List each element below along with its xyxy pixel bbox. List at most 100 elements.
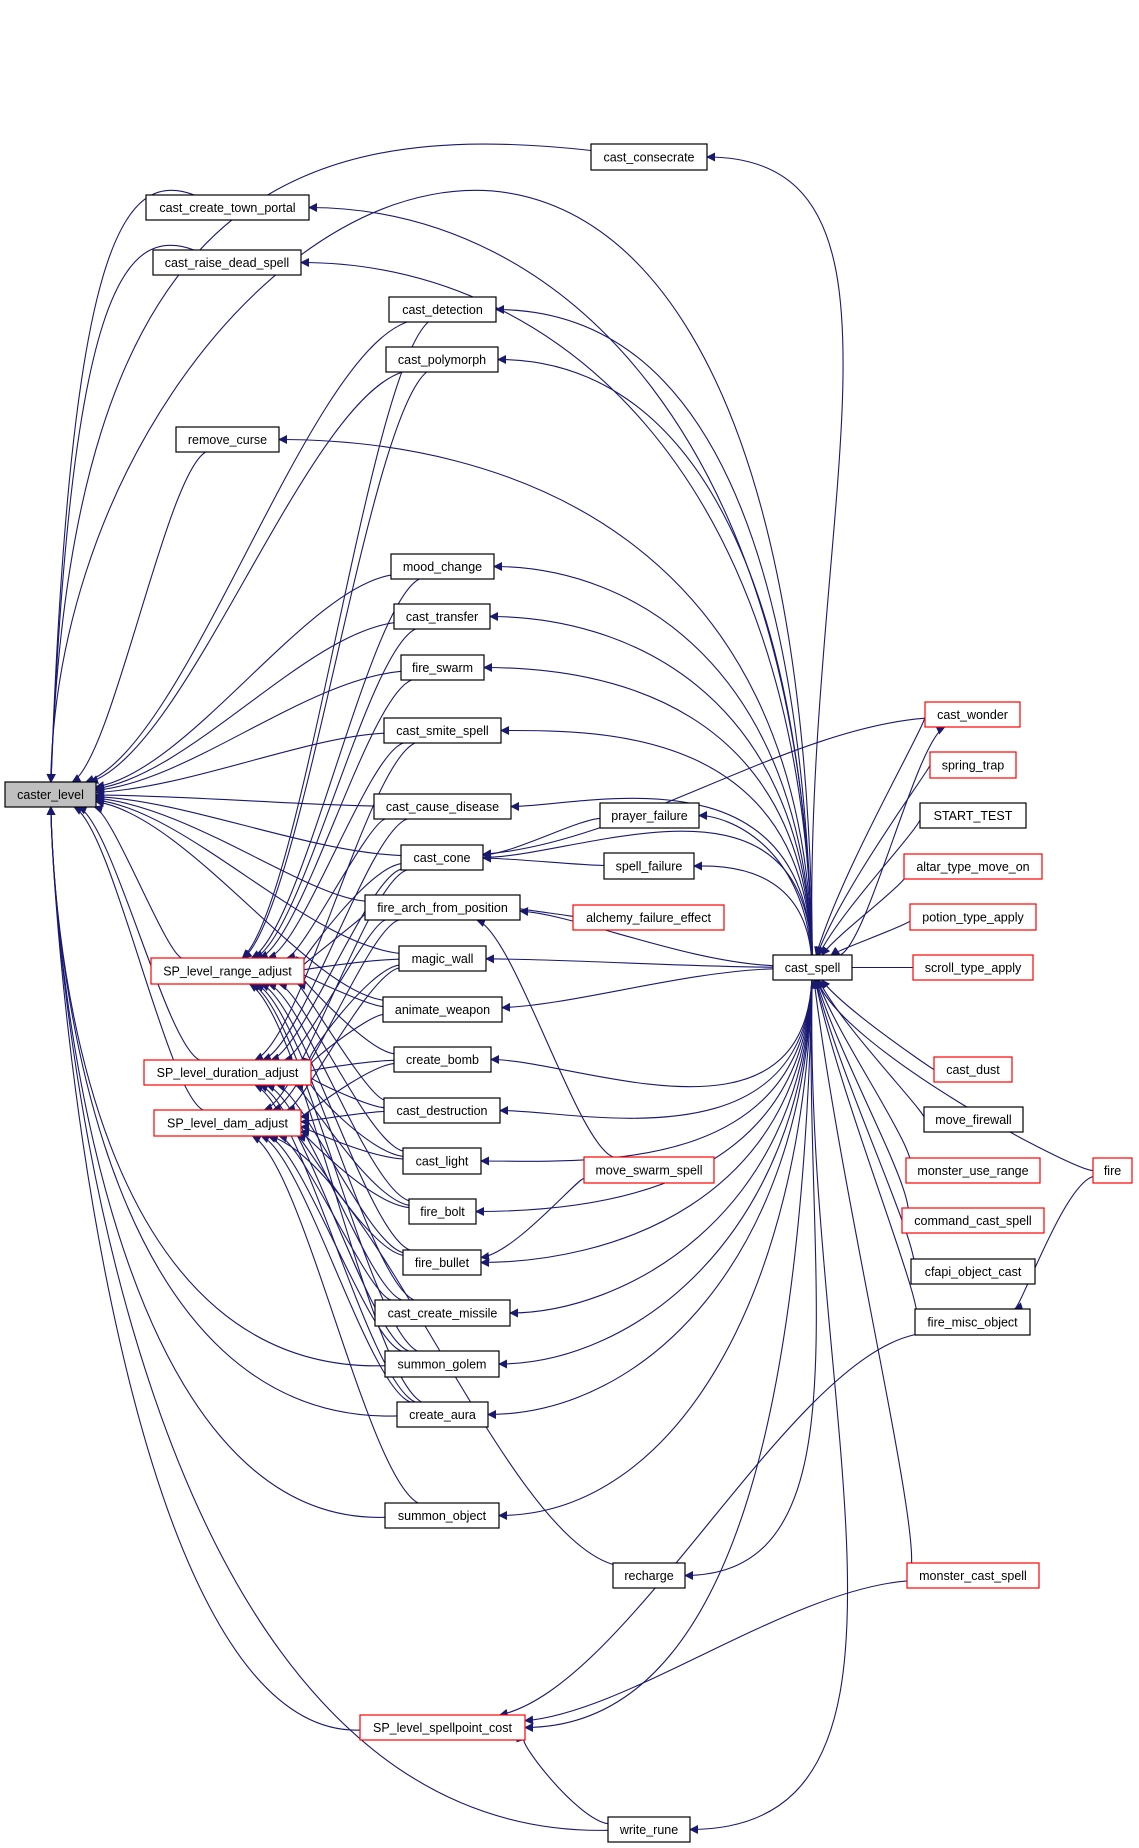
node-box xyxy=(150,957,305,985)
node-recharge[interactable]: recharge xyxy=(612,1562,686,1589)
node-monster_use_range[interactable]: monster_use_range xyxy=(905,1157,1041,1184)
node-fire_arch_from_position[interactable]: fire_arch_from_position xyxy=(364,894,521,921)
node-mood_change[interactable]: mood_change xyxy=(390,553,495,580)
node-box xyxy=(607,1816,691,1843)
node-label: altar_type_move_on xyxy=(916,860,1029,874)
edge-cast_smite_spell-to-SP_level_duration_adjust xyxy=(254,742,416,1061)
edge-cast_spell-to-cast_transfer xyxy=(489,612,813,956)
node-box xyxy=(364,894,521,921)
node-animate_weapon[interactable]: animate_weapon xyxy=(382,996,503,1023)
node-prayer_failure[interactable]: prayer_failure xyxy=(599,802,700,829)
node-SP_level_duration_adjust[interactable]: SP_level_duration_adjust xyxy=(143,1059,312,1086)
edge-cast_spell-to-cast_polymorph xyxy=(497,355,813,956)
edge-cast_smite_spell-to-caster_level xyxy=(95,732,385,797)
edge-command_cast_spell-to-cast_spell xyxy=(814,979,909,1222)
node-box xyxy=(396,1401,489,1428)
edge-cast_spell-to-spell_failure xyxy=(693,861,812,956)
node-fire_swarm[interactable]: fire_swarm xyxy=(400,654,485,681)
node-spell_failure[interactable]: spell_failure xyxy=(603,852,695,880)
node-cast_wonder[interactable]: cast_wonder xyxy=(924,701,1021,728)
node-label: potion_type_apply xyxy=(922,911,1024,925)
node-altar_type_move_on[interactable]: altar_type_move_on xyxy=(903,853,1043,880)
node-alchemy_failure_effect[interactable]: alchemy_failure_effect xyxy=(572,904,725,931)
node-label: cast_raise_dead_spell xyxy=(165,256,289,270)
node-caster_level: caster_level xyxy=(4,781,97,808)
node-cast_create_missile[interactable]: cast_create_missile xyxy=(374,1299,511,1327)
edge-cast_cone-to-SP_level_duration_adjust xyxy=(270,868,402,1063)
edge-cast_transfer-to-SP_level_range_adjust xyxy=(254,628,416,959)
node-label: fire xyxy=(1104,1164,1121,1178)
node-potion_type_apply[interactable]: potion_type_apply xyxy=(909,903,1037,931)
node-fire[interactable]: fire xyxy=(1092,1157,1133,1184)
edge-create_bomb-to-SP_level_dam_adjust xyxy=(300,1063,395,1121)
edge-fire-to-cast_spell xyxy=(815,979,1094,1172)
node-command_cast_spell[interactable]: command_cast_spell xyxy=(901,1207,1045,1234)
node-cast_light[interactable]: cast_light xyxy=(402,1147,482,1175)
edge-fire_bolt-to-SP_level_range_adjust xyxy=(267,982,410,1202)
node-cast_dust[interactable]: cast_dust xyxy=(933,1056,1013,1083)
node-SP_level_range_adjust[interactable]: SP_level_range_adjust xyxy=(150,957,305,985)
node-label: cast_create_missile xyxy=(388,1307,498,1321)
node-cast_smite_spell[interactable]: cast_smite_spell xyxy=(383,717,502,744)
edge-cast_cause_disease-to-caster_level xyxy=(95,790,375,807)
edge-cast_create_town_portal-to-caster_level xyxy=(46,189,195,783)
node-fire_misc_object[interactable]: fire_misc_object xyxy=(914,1308,1031,1336)
node-move_firewall[interactable]: move_firewall xyxy=(923,1106,1024,1133)
node-label: cast_cone xyxy=(414,851,471,865)
node-label: cast_create_town_portal xyxy=(159,201,295,215)
node-cast_consecrate[interactable]: cast_consecrate xyxy=(590,143,708,171)
edge-fire_misc_object-to-SP_level_spellpoint_cost xyxy=(498,1334,916,1718)
edge-cast_spell-to-fire_arch_from_position xyxy=(519,906,774,967)
edge-cast_spell-to-summon_object xyxy=(498,979,813,1520)
node-box xyxy=(153,1109,302,1137)
node-cast_create_town_portal[interactable]: cast_create_town_portal xyxy=(145,194,310,221)
node-box xyxy=(390,553,495,580)
node-cast_detection[interactable]: cast_detection xyxy=(388,296,497,323)
edge-cast_spell-to-SP_level_spellpoint_cost xyxy=(524,979,813,1732)
node-monster_cast_spell[interactable]: monster_cast_spell xyxy=(906,1562,1040,1589)
node-label: cast_smite_spell xyxy=(396,724,488,738)
node-fire_bullet[interactable]: fire_bullet xyxy=(402,1249,482,1276)
node-box xyxy=(398,945,487,972)
node-scroll_type_apply[interactable]: scroll_type_apply xyxy=(912,954,1034,981)
node-cast_transfer[interactable]: cast_transfer xyxy=(393,603,491,630)
edge-magic_wall-to-SP_level_range_adjust xyxy=(295,958,400,975)
edge-cast_spell-to-fire_swarm xyxy=(483,663,813,956)
node-magic_wall[interactable]: magic_wall xyxy=(398,945,487,972)
node-SP_level_spellpoint_cost[interactable]: SP_level_spellpoint_cost xyxy=(359,1714,526,1741)
node-START_TEST[interactable]: START_TEST xyxy=(919,802,1027,829)
node-summon_golem[interactable]: summon_golem xyxy=(384,1350,500,1378)
node-box xyxy=(903,853,1043,880)
node-box xyxy=(143,1059,312,1086)
node-cast_raise_dead_spell[interactable]: cast_raise_dead_spell xyxy=(152,249,302,276)
node-label: recharge xyxy=(624,1569,673,1583)
node-summon_object[interactable]: summon_object xyxy=(384,1502,500,1529)
node-fire_bolt[interactable]: fire_bolt xyxy=(408,1198,477,1225)
node-create_aura[interactable]: create_aura xyxy=(396,1401,489,1428)
node-write_rune[interactable]: write_rune xyxy=(607,1816,691,1843)
node-cfapi_object_cast[interactable]: cfapi_object_cast xyxy=(910,1258,1036,1285)
node-spring_trap[interactable]: spring_trap xyxy=(929,751,1017,779)
node-box xyxy=(374,1299,511,1327)
node-create_bomb[interactable]: create_bomb xyxy=(393,1046,492,1073)
edge-recharge-to-SP_level_dam_adjust xyxy=(269,1134,614,1566)
node-cast_destruction[interactable]: cast_destruction xyxy=(383,1097,501,1124)
node-box xyxy=(572,904,725,931)
edge-prayer_failure-to-cast_cone xyxy=(482,817,601,860)
edge-move_swarm_spell-to-fire_arch_from_position xyxy=(476,918,614,1158)
node-label: START_TEST xyxy=(934,809,1013,823)
node-remove_curse[interactable]: remove_curse xyxy=(175,426,280,453)
node-SP_level_dam_adjust[interactable]: SP_level_dam_adjust xyxy=(153,1109,302,1137)
node-cast_cone[interactable]: cast_cone xyxy=(400,844,484,871)
node-box xyxy=(590,143,708,171)
node-label: create_bomb xyxy=(406,1053,479,1067)
node-cast_polymorph[interactable]: cast_polymorph xyxy=(385,346,499,373)
node-cast_cause_disease[interactable]: cast_cause_disease xyxy=(373,793,512,820)
edge-cast_raise_dead_spell-to-caster_level xyxy=(46,244,195,783)
node-cast_spell[interactable]: cast_spell xyxy=(772,954,853,981)
node-label: cast_wonder xyxy=(937,708,1008,722)
node-label: caster_level xyxy=(17,788,84,802)
node-move_swarm_spell[interactable]: move_swarm_spell xyxy=(583,1156,715,1184)
node-label: move_swarm_spell xyxy=(596,1164,703,1178)
